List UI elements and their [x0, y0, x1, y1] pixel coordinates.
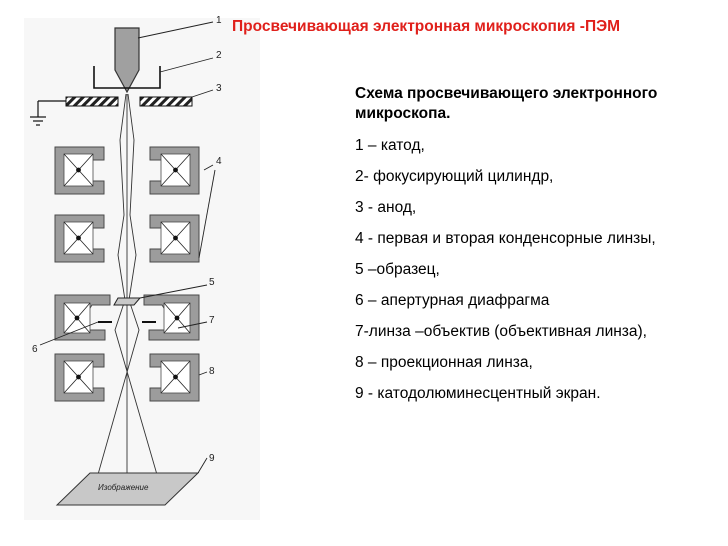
- callout-4: 4: [216, 156, 222, 167]
- anode-right: [139, 96, 193, 107]
- callout-9: 9: [209, 453, 215, 464]
- specimen: [113, 297, 142, 306]
- condenser-lens-1: [54, 146, 200, 195]
- legend-item: 6 – апертурная диафрагма: [355, 292, 550, 309]
- callout-lines: [39, 21, 216, 474]
- callout-2: 2: [216, 50, 222, 61]
- legend-heading: Схема просвечивающего электронного микро…: [355, 85, 658, 122]
- page-title: Просвечивающая электронная микроскопия -…: [232, 18, 621, 35]
- legend-item: 3 - анод,: [355, 199, 417, 216]
- callout-5: 5: [209, 277, 215, 288]
- legend-item: 1 – катод,: [355, 137, 425, 154]
- cathode: [114, 27, 140, 94]
- legend-item: 2- фокусирующий цилиндр,: [355, 168, 554, 185]
- legend-item: 7-линза –объектив (объективная линза),: [355, 323, 647, 340]
- screen-label: Изображение: [98, 483, 149, 492]
- callout-1: 1: [216, 15, 222, 26]
- legend-item: 5 –образец,: [355, 261, 440, 278]
- projection-lens: [54, 353, 200, 402]
- callout-numbers: 1 2 3 4 5 6 7 8 9: [32, 15, 222, 464]
- legend-item: 4 - первая и вторая конденсорные линзы,: [355, 230, 656, 247]
- callout-8: 8: [209, 366, 215, 377]
- legend-item: 8 – проекционная линза,: [355, 354, 533, 371]
- fluorescent-screen: [55, 472, 200, 506]
- callout-6: 6: [32, 344, 38, 355]
- legend: Схема просвечивающего электронного микро…: [355, 84, 705, 415]
- anode-left: [65, 96, 119, 107]
- legend-item: 9 - катодолюминесцентный экран.: [355, 385, 601, 402]
- callout-7: 7: [209, 315, 215, 326]
- condenser-lens-2: [54, 214, 200, 263]
- diagram-panel: [24, 18, 260, 520]
- callout-3: 3: [216, 83, 222, 94]
- ground-icon: [30, 100, 66, 126]
- objective-lens: [54, 294, 200, 341]
- focusing-cylinder: [93, 66, 161, 89]
